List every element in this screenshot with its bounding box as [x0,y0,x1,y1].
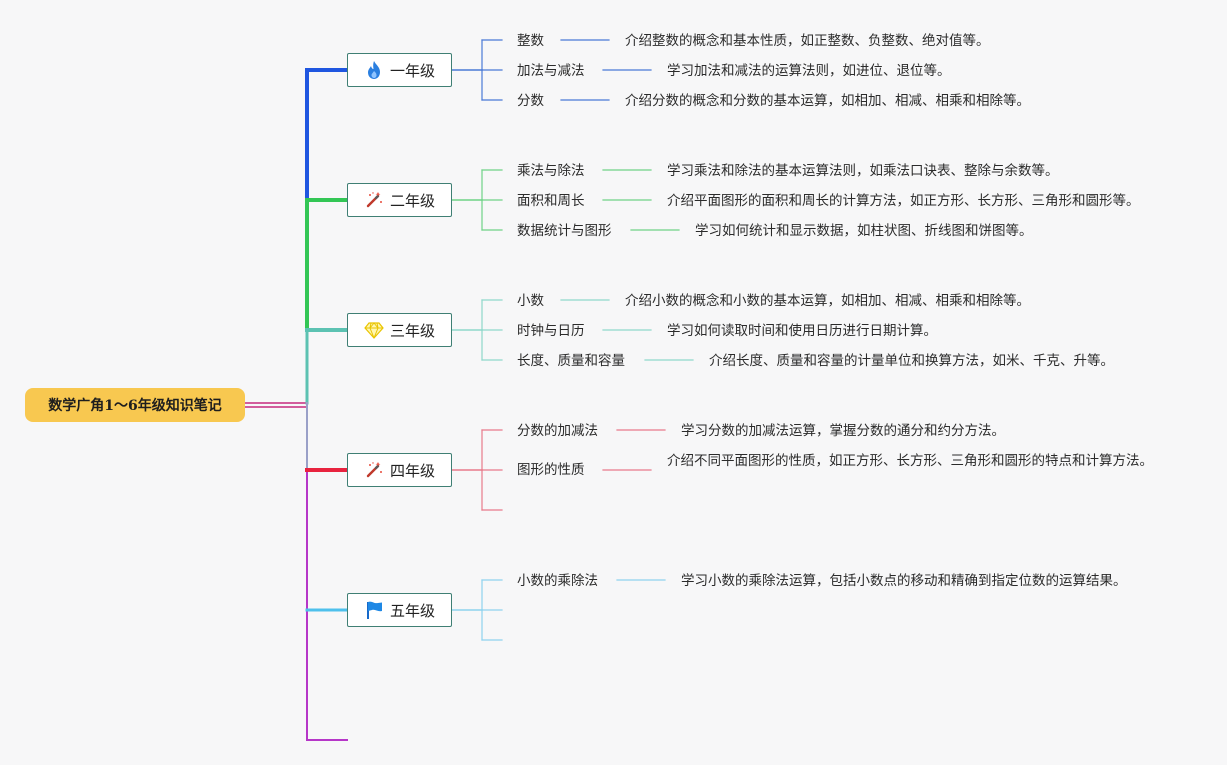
flag-icon [364,600,384,620]
grade-node-5[interactable]: 五年级 [347,593,452,627]
root-node[interactable]: 数学广角1～6年级知识笔记 [25,388,245,422]
grade-label: 四年级 [389,461,435,480]
grade-label: 五年级 [389,601,435,620]
topic-label[interactable]: 数据统计与图形 [517,223,612,239]
root-title: 数学广角1～6年级知识笔记 [48,398,222,414]
topic-description: 介绍平面图形的面积和周长的计算方法，如正方形、长方形、三角形和圆形等。 [667,193,1140,209]
topic-label[interactable]: 长度、质量和容量 [517,353,625,369]
topic-description: 学习分数的加减法运算，掌握分数的通分和约分方法。 [681,423,1005,439]
topic-label[interactable]: 乘法与除法 [517,163,585,179]
diamond-icon [364,320,384,340]
topic-label[interactable]: 小数的乘除法 [517,573,598,589]
magic-wand-icon [364,190,384,210]
topic-label[interactable]: 分数 [517,93,544,109]
grade-node-1[interactable]: 一年级 [347,53,452,87]
topic-label[interactable]: 图形的性质 [517,462,585,478]
grade-label: 一年级 [389,61,435,80]
topic-label[interactable]: 加法与减法 [517,63,585,79]
fire-icon [364,60,384,80]
topic-description: 介绍长度、质量和容量的计量单位和换算方法，如米、千克、升等。 [709,353,1114,369]
grade-label: 三年级 [389,321,435,340]
topic-label[interactable]: 面积和周长 [517,193,585,209]
grade-node-2[interactable]: 二年级 [347,183,452,217]
topic-description: 学习加法和减法的运算法则，如进位、退位等。 [667,63,951,79]
topic-description: 学习小数的乘除法运算，包括小数点的移动和精确到指定位数的运算结果。 [681,573,1127,589]
grade-node-4[interactable]: 四年级 [347,453,452,487]
topic-label[interactable]: 分数的加减法 [517,423,598,439]
topic-description: 学习如何读取时间和使用日历进行日期计算。 [667,323,937,339]
topic-description: 介绍小数的概念和小数的基本运算，如相加、相减、相乘和相除等。 [625,293,1030,309]
magic-wand-icon [364,460,384,480]
topic-description: 介绍分数的概念和分数的基本运算，如相加、相减、相乘和相除等。 [625,93,1030,109]
topic-description: 学习如何统计和显示数据，如柱状图、折线图和饼图等。 [695,223,1033,239]
topic-description: 介绍整数的概念和基本性质，如正整数、负整数、绝对值等。 [625,33,990,49]
topic-label[interactable]: 小数 [517,293,544,309]
grade-label: 二年级 [389,191,435,210]
grade-node-3[interactable]: 三年级 [347,313,452,347]
topic-label[interactable]: 时钟与日历 [517,323,585,339]
topic-description: 学习乘法和除法的基本运算法则，如乘法口诀表、整除与余数等。 [667,163,1059,179]
topic-description: 介绍不同平面图形的性质，如正方形、长方形、三角形和圆形的特点和计算方法。 [667,453,1153,469]
topic-label[interactable]: 整数 [517,33,544,49]
